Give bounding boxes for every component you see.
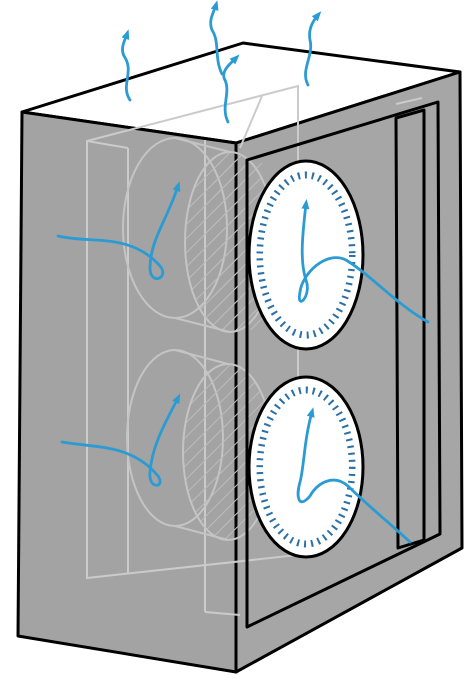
exhaust-arrow-1 [121, 29, 132, 102]
exhaust-arrow-3 [222, 54, 240, 124]
upper-fan [247, 159, 365, 351]
exhaust-arrow-2 [209, 0, 224, 76]
intake-arrow-lower-left [60, 393, 181, 487]
intake-arrow-upper-left [56, 181, 181, 280]
intake-arrow-upper-right [297, 199, 430, 324]
airflow-arrows [56, 0, 430, 544]
lower-fan [247, 375, 365, 559]
exhaust-arrow-4 [304, 11, 322, 87]
intake-arrow-lower-right [296, 407, 412, 544]
upper-fan-ghost [122, 137, 276, 333]
front-face [234, 70, 464, 674]
front-frame [245, 100, 442, 629]
